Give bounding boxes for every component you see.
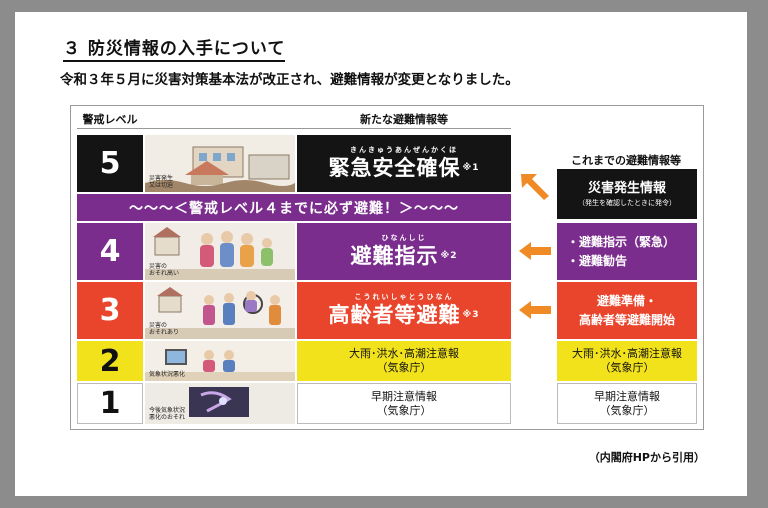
- level-1-illustration: 今後気象状況 悪化のおそれ: [145, 383, 295, 424]
- old-level-1-line1: 早期注意情報: [594, 389, 660, 403]
- old-level-3-line2: 高齢者等避難開始: [578, 312, 675, 327]
- old-level-1-info: 早期注意情報 （気象庁）: [557, 383, 697, 424]
- elderly-evacuation-icon: [145, 282, 295, 339]
- level-2-illustration: 気象状況悪化: [145, 341, 295, 381]
- weather-forecast-tv-icon: [145, 383, 295, 424]
- level-5-info-text: 緊急安全確保: [328, 156, 461, 180]
- level-4-note: ※2: [440, 251, 458, 261]
- level-1-info-line1: 早期注意情報: [371, 389, 437, 403]
- old-level-2-line2: （気象庁）: [599, 361, 655, 374]
- old-level-3-info: 避難準備・ 高齢者等避難開始: [557, 282, 697, 339]
- arrow-up-left-icon: [521, 174, 549, 200]
- level-4-info-text: 避難指示: [350, 244, 439, 268]
- old-info-column-header: これまでの避難情報等: [571, 154, 681, 167]
- level-5-illustration: 災害発生 又は切迫: [145, 135, 295, 192]
- level-4-ruby: ひなんしじ: [381, 234, 427, 242]
- level-column-header: 警戒レベル: [82, 113, 138, 126]
- level-2-caption: 気象状況悪化: [149, 371, 186, 378]
- old-level-4-line2: ・避難勧告: [567, 253, 628, 268]
- level-1-new-info: 早期注意情報 （気象庁）: [297, 383, 511, 424]
- flooded-house-icon: [145, 135, 295, 192]
- arrow-left-icon-level-4: [519, 242, 551, 260]
- level-4-caption: 災害の おそれ高い: [149, 263, 180, 277]
- level-2-number: 2: [77, 341, 143, 381]
- evacuation-level-table: 警戒レベル 新たな避難情報等 これまでの避難情報等 5 災害発生 又は切迫 きん…: [70, 105, 704, 430]
- page: ３ 防災情報の入手について 令和３年５月に災害対策基本法が改正され、避難情報が変…: [15, 12, 747, 496]
- level-5-caption: 災害発生 又は切迫: [149, 175, 174, 189]
- source-citation: （内閣府HPから引用）: [588, 451, 705, 464]
- section-subtitle: 令和３年５月に災害対策基本法が改正され、避難情報が変更となりました。: [60, 72, 519, 88]
- old-level-5-line2: （発生を確認したときに発令）: [578, 199, 676, 207]
- level-3-info-text: 高齢者等避難: [328, 303, 461, 327]
- level-3-caption: 災害の おそれあり: [149, 322, 180, 336]
- level-4-new-info: ひなんしじ 避難指示※2: [297, 223, 511, 280]
- header-divider: [77, 128, 511, 129]
- level-2-new-info: 大雨･洪水･高潮注意報 （気象庁）: [297, 341, 511, 381]
- level-2-info-line2: （気象庁）: [376, 361, 432, 374]
- level-1-info-line2: （気象庁）: [376, 403, 432, 417]
- family-watching-tv-icon: [145, 341, 295, 381]
- level-3-illustration: 災害の おそれあり: [145, 282, 295, 339]
- level-5-new-info: きんきゅうあんぜんかくほ 緊急安全確保※1: [297, 135, 511, 192]
- old-level-4-line1: ・避難指示（緊急）: [567, 234, 676, 249]
- level-3-note: ※3: [462, 310, 480, 320]
- level-5-note: ※1: [462, 163, 480, 173]
- level-4-number: 4: [77, 223, 143, 280]
- old-level-5-line1: 災害発生情報: [587, 181, 666, 196]
- level-2-info-line1: 大雨･洪水･高潮注意報: [349, 347, 459, 360]
- level-3-ruby: こうれいしゃとうひなん: [354, 293, 454, 301]
- old-level-3-line1: 避難準備・: [596, 293, 657, 308]
- new-info-column-header: 新たな避難情報等: [360, 113, 448, 126]
- level-1-number: 1: [77, 383, 143, 424]
- section-title: ３ 防災情報の入手について: [63, 34, 286, 62]
- old-level-2-info: 大雨･洪水･高潮注意報 （気象庁）: [557, 341, 697, 381]
- level-3-number: 3: [77, 282, 143, 339]
- old-level-4-info: ・避難指示（緊急） ・避難勧告: [557, 223, 697, 280]
- old-level-5-info: 災害発生情報 （発生を確認したときに発令）: [557, 169, 697, 219]
- level-4-illustration: 災害の おそれ高い: [145, 223, 295, 280]
- level-3-new-info: こうれいしゃとうひなん 高齢者等避難※3: [297, 282, 511, 339]
- level-5-ruby: きんきゅうあんぜんかくほ: [350, 146, 458, 154]
- evacuating-people-icon: [145, 223, 295, 280]
- evacuation-banner: 〜〜〜＜警戒レベル４までに必ず避難！＞〜〜〜: [77, 194, 511, 221]
- level-1-caption: 今後気象状況 悪化のおそれ: [149, 407, 186, 421]
- level-5-number: 5: [77, 135, 143, 192]
- arrow-left-icon-level-3: [519, 301, 551, 319]
- old-level-2-line1: 大雨･洪水･高潮注意報: [572, 347, 682, 360]
- old-level-1-line2: （気象庁）: [599, 403, 655, 417]
